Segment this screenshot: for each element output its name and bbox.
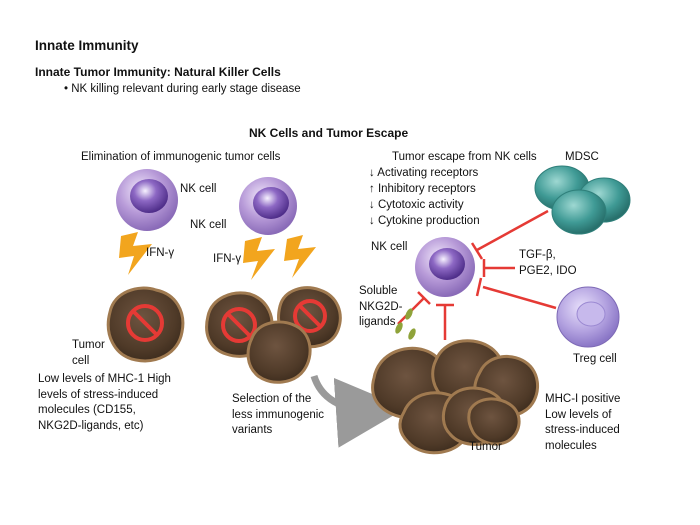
mhc-low-note: Low levels of MHC-1 High levels of stres… [38,373,171,432]
ifn-gamma-label-left: IFN-γ [146,247,175,259]
nk-cell-left [116,169,178,231]
selection-note: Selection of the less immunogenic varian… [232,393,325,436]
mdsc-cells [534,165,631,235]
ifn-gamma-bolt-middle-2 [284,235,316,278]
ifn-gamma-bolt-left [119,232,152,275]
left-panel-heading: Elimination of immunogenic tumor cells [81,151,281,163]
tumor-cell-label: Tumor cell [72,339,105,367]
right-panel-heading: Tumor escape from NK cells [392,151,537,163]
nk-cell-middle [239,177,297,235]
soluble-ligands-label: Soluble NKG2D- ligands [359,285,403,328]
nk-cell-escape [415,237,475,297]
nk-cell-label-escape: NK cell [371,241,408,253]
tumor-label: Tumor [469,441,502,453]
ifn-gamma-bolt-middle-1 [243,237,275,280]
mdsc-label: MDSC [565,151,599,163]
nk-cell-label-left: NK cell [180,183,217,195]
escape-change-1: ↓ Activating receptors [369,167,479,179]
suppressive-factors: TGF-β, PGE2, IDO [519,249,577,277]
nk-cell-label-middle: NK cell [190,219,227,231]
ifn-gamma-label-middle: IFN-γ [213,253,242,265]
escape-change-2: ↑ Inhibitory receptors [369,183,476,195]
slide-title: Innate Immunity [35,38,139,53]
soluble-ligand-particles [395,308,416,340]
mhc-positive-note: MHC-I positive Low levels of stress-indu… [545,393,621,452]
slide-bullet: • NK killing relevant during early stage… [64,83,301,95]
slide-subtitle: Innate Tumor Immunity: Natural Killer Ce… [35,65,281,79]
tumor-mass [371,339,539,455]
tumor-cell-surviving-middle [246,320,312,384]
treg-cell-label: Treg cell [573,353,617,365]
tumor-cell-dying-left [106,286,185,363]
escape-change-3: ↓ Cytotoxic activity [369,199,464,211]
treg-cell [556,286,620,348]
escape-change-4: ↓ Cytokine production [369,215,480,227]
diagram-title: NK Cells and Tumor Escape [249,126,409,140]
selection-arrow [310,374,406,448]
